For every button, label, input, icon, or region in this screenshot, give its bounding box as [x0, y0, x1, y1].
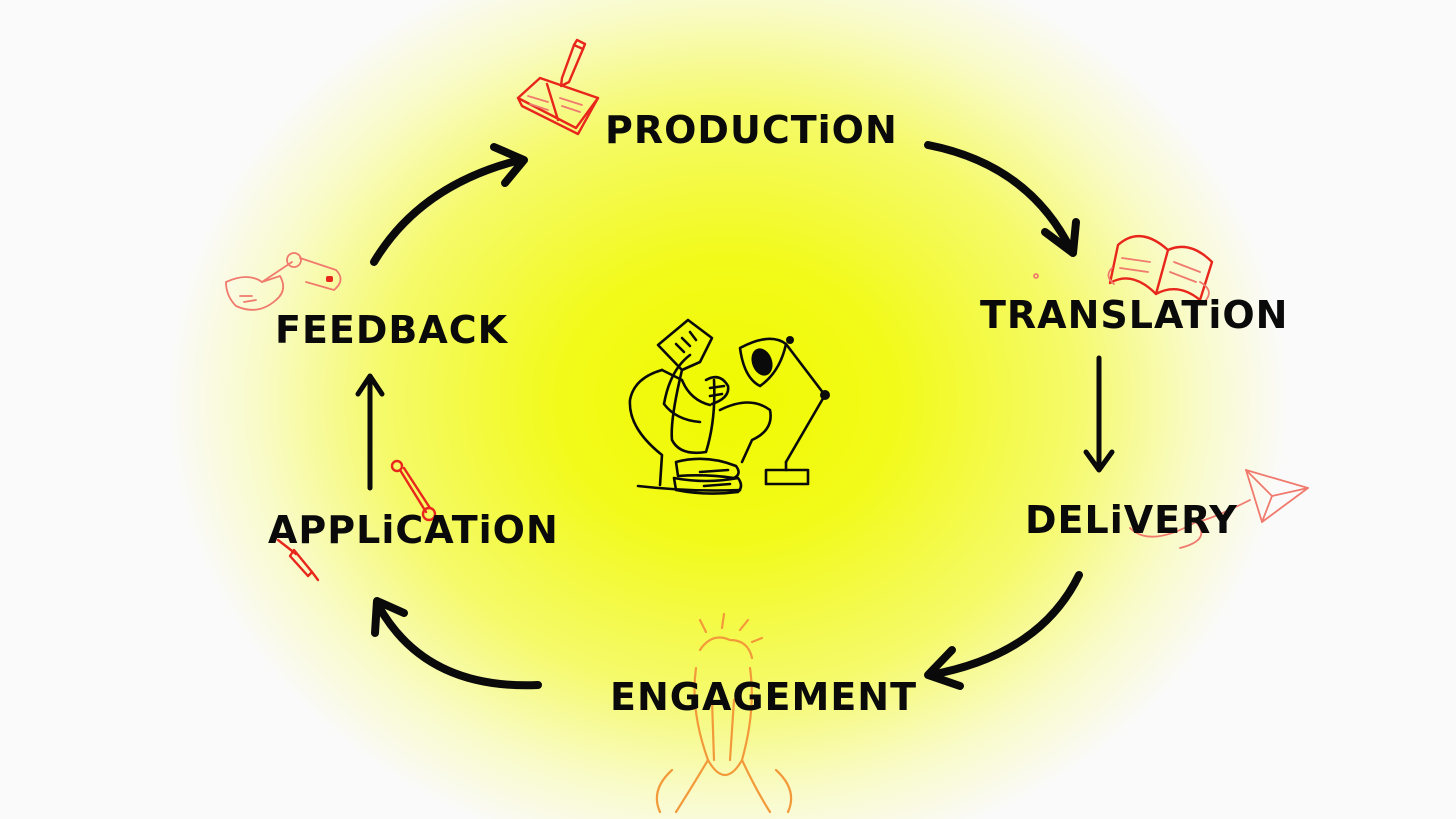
stage-label-translation: TRANSLATiON — [980, 293, 1289, 337]
stage-label-delivery: DELiVERY — [1025, 498, 1238, 542]
stage-label-application: APPLiCATiON — [268, 508, 559, 552]
stage-label-engagement: ENGAGEMENT — [610, 675, 917, 719]
arrow-engagement-to-application — [371, 597, 542, 690]
paper-plane-icon — [1129, 469, 1309, 549]
arrow-application-to-feedback — [355, 373, 385, 491]
arrow-feedback-to-production — [370, 143, 528, 266]
stage-label-feedback: FEEDBACK — [275, 308, 509, 352]
hand-joystick-icon — [225, 252, 342, 311]
arrow-translation-to-delivery — [1083, 355, 1115, 473]
person-reading-with-lamp-illustration — [628, 318, 830, 495]
open-book-icon — [1033, 235, 1214, 302]
wrench-screwdriver-icon — [276, 459, 437, 582]
arrow-production-to-translation — [924, 141, 1080, 257]
notebook-pencil-icon — [516, 38, 600, 136]
high-five-hands-icon — [655, 612, 793, 814]
stage-label-production: PRODUCTiON — [605, 108, 898, 152]
arrow-delivery-to-engagement — [924, 571, 1083, 690]
